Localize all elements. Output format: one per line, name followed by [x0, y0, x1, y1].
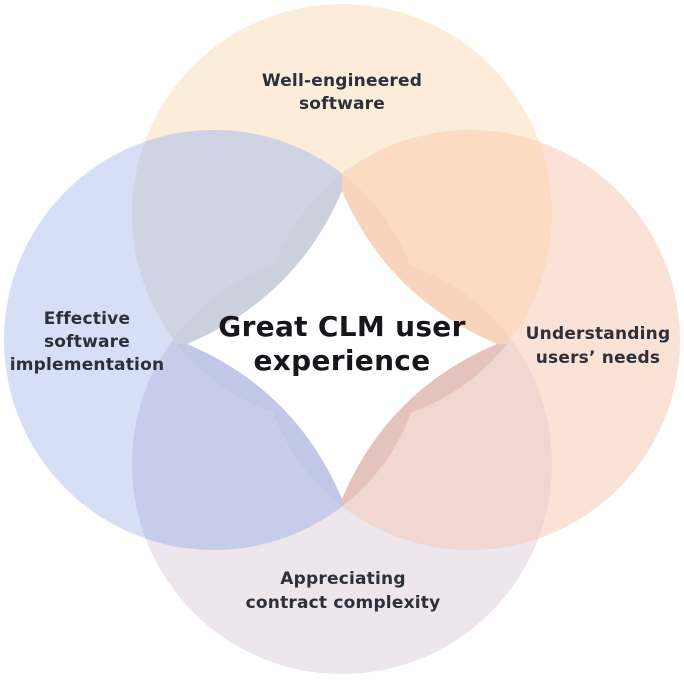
label-left-line1: Effective [44, 309, 130, 329]
label-left-line3: implementation [10, 355, 165, 375]
center-star-shape [187, 191, 497, 499]
label-bottom-line2: contract complexity [246, 593, 441, 613]
label-right-line1: Understanding [526, 324, 671, 344]
label-top-line2: software [299, 94, 385, 114]
label-top-line1: Well-engineered [262, 71, 422, 91]
label-left-line2: software [44, 332, 130, 352]
label-bottom-line1: Appreciating [280, 569, 405, 589]
label-right-line2: users’ needs [536, 348, 660, 368]
center-title-line2: experience [253, 344, 430, 377]
center-title-line1: Great CLM user [218, 310, 465, 343]
